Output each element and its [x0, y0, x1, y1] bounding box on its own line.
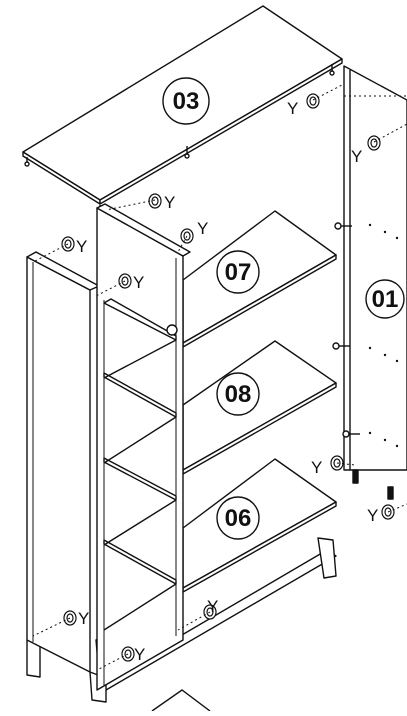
- side-panel-holes: [368, 223, 399, 448]
- fitting-label: Y: [311, 458, 322, 477]
- fitting-label: Y: [134, 645, 145, 664]
- fitting-label: Y: [207, 597, 218, 616]
- fitting-label: Y: [164, 193, 175, 212]
- side-panel-foot-bolt-2: [387, 486, 394, 500]
- side-panel-dowels: [332, 222, 360, 438]
- fitting-label: Y: [76, 237, 87, 256]
- right-side-panel: [332, 65, 407, 500]
- part-number-03: 03: [173, 88, 200, 115]
- part-number-badges: [162, 77, 405, 540]
- left-side-panel: [26, 251, 100, 673]
- middle-divider: [96, 203, 191, 691]
- shelf-lower: [182, 458, 337, 593]
- shelf-middle: [182, 340, 337, 475]
- part-number-06: 06: [225, 505, 252, 532]
- fitting-label: Y: [197, 219, 208, 238]
- part-number-01: 01: [372, 286, 399, 313]
- fitting-label: Y: [78, 609, 89, 628]
- side-panel-foot-bolt: [352, 469, 359, 484]
- fitting-label: Y: [367, 506, 378, 525]
- part-number-07: 07: [225, 259, 252, 286]
- part-number-08: 08: [225, 381, 252, 408]
- next-panel-edge: [151, 689, 211, 712]
- fitting-label: Y: [133, 273, 144, 292]
- fitting-label: Y: [351, 147, 362, 166]
- fitting-label: Y: [287, 99, 298, 118]
- guide-lines: [32, 83, 407, 671]
